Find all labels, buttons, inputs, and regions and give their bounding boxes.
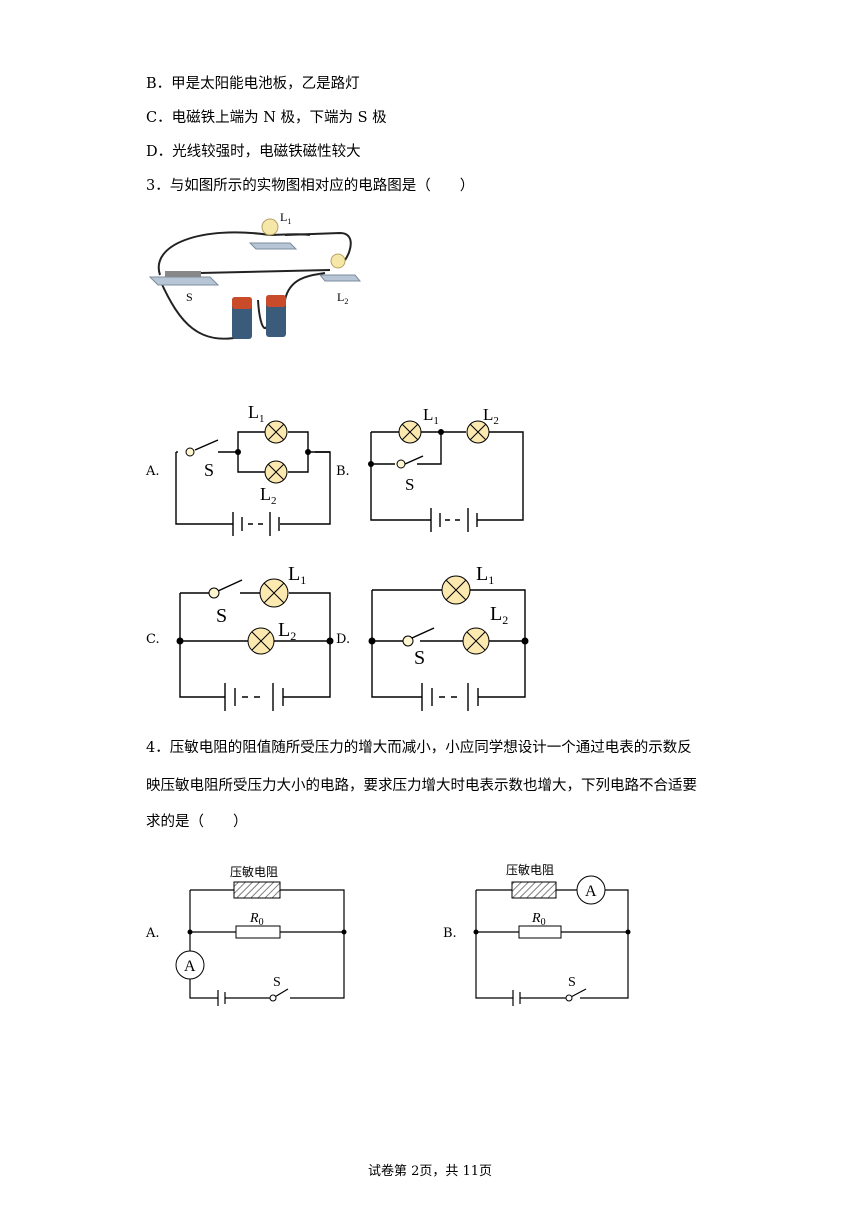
q4-option-a-label: A. bbox=[146, 926, 160, 941]
q3-circuit-b: L1 L2 S bbox=[368, 405, 524, 532]
svg-text:S: S bbox=[405, 475, 414, 494]
q2-option-b: B．甲是太阳能电池板，乙是路灯 bbox=[146, 76, 360, 92]
a-lamp-l2 bbox=[264, 460, 288, 484]
svg-text:S: S bbox=[216, 605, 227, 627]
a-lamp-l1 bbox=[264, 420, 288, 444]
svg-text:L1: L1 bbox=[423, 405, 439, 427]
svg-text:L2: L2 bbox=[490, 603, 508, 627]
svg-text:L1: L1 bbox=[248, 402, 265, 425]
q4-circuit-a: A 压敏电阻 R0 S bbox=[175, 864, 347, 1006]
q3-option-c-label: C. bbox=[146, 632, 160, 647]
q3-option-d-label: D. bbox=[336, 632, 351, 647]
q4-stem-line3: 求的是（ ） bbox=[146, 814, 248, 830]
page-footer: 试卷第 2页，共 11页 bbox=[367, 1164, 493, 1179]
q4b-sensor-label: 压敏电阻 bbox=[506, 862, 554, 877]
q3-stem: 3．与如图所示的实物图相对应的电路图是（ ） bbox=[146, 178, 475, 194]
q3-option-b-label: B. bbox=[336, 464, 350, 479]
q4a-ammeter-label: A bbox=[184, 958, 196, 975]
svg-text:L2: L2 bbox=[278, 619, 296, 643]
q4-stem-line2: 映压敏电阻所受压力大小的电路，要求压力增大时电表示数也增大，下列电路不合适要 bbox=[146, 778, 697, 794]
q3-circuit-d: L1 L2 S bbox=[368, 563, 529, 711]
svg-text:S: S bbox=[204, 460, 214, 480]
q3-physical-circuit-figure: L1 L2 S bbox=[148, 210, 362, 340]
q4-circuit-b: A 压敏电阻 R0 S bbox=[473, 862, 631, 1006]
q3-circuit-c: L1 L2 S bbox=[176, 563, 334, 711]
q4a-sensor-label: 压敏电阻 bbox=[230, 864, 278, 879]
svg-text:L1: L1 bbox=[476, 563, 494, 587]
svg-text:L2: L2 bbox=[260, 484, 277, 507]
svg-text:L1: L1 bbox=[288, 563, 306, 587]
q3-option-a-label: A. bbox=[146, 464, 160, 479]
q2-option-d: D．光线较强时，电磁铁磁性较大 bbox=[146, 144, 361, 160]
q4-stem-line1: 4．压敏电阻的阻值随所受压力的增大而减小，小应同学想设计一个通过电表的示数反 bbox=[146, 740, 692, 756]
photo-l2-label: L2 bbox=[337, 290, 348, 306]
svg-text:S: S bbox=[568, 975, 576, 990]
q4b-ammeter-label: A bbox=[585, 883, 597, 900]
photo-s-label: S bbox=[186, 290, 193, 304]
svg-text:R0: R0 bbox=[249, 911, 264, 928]
q2-option-c: C．电磁铁上端为 N 极，下端为 S 极 bbox=[146, 110, 387, 126]
svg-text:S: S bbox=[273, 975, 281, 990]
q3-circuit-a: L1 L2 S bbox=[175, 402, 331, 536]
svg-text:S: S bbox=[414, 647, 425, 669]
photo-l1-label: L1 bbox=[280, 210, 291, 226]
q4-option-b-label: B. bbox=[443, 926, 457, 941]
svg-text:R0: R0 bbox=[531, 911, 546, 928]
svg-text:L2: L2 bbox=[483, 405, 499, 427]
